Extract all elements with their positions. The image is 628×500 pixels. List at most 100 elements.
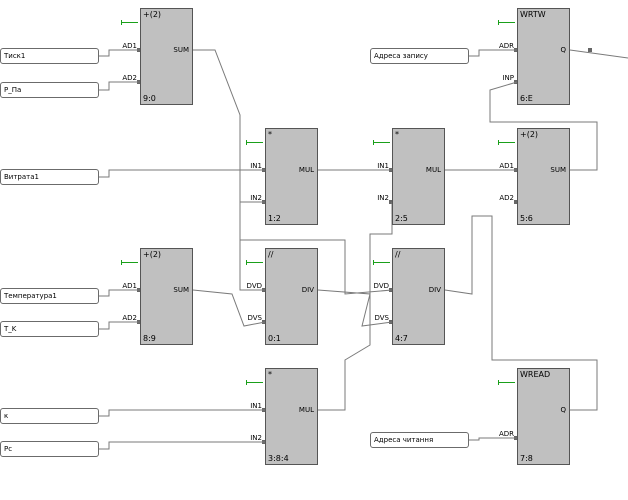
block-input-label: DVS: [374, 314, 390, 322]
block-input-label: IN2: [250, 434, 262, 442]
enable-pin[interactable]: [246, 380, 263, 385]
block-input-label: IN1: [250, 402, 262, 410]
block-title: +(2): [520, 130, 539, 139]
input-wire: [99, 81, 140, 91]
input-pin[interactable]: [389, 200, 393, 204]
input-pin[interactable]: [514, 200, 518, 204]
block-title: *: [395, 130, 399, 139]
block-input-label: IN1: [250, 162, 262, 170]
function-block-b10[interactable]: WREAD 7:8 Q: [517, 368, 570, 465]
function-block-b7[interactable]: // 4:7 DIV: [392, 248, 445, 345]
block-input-label: ADR: [498, 42, 514, 50]
block-id-label: 5:6: [520, 214, 533, 223]
enable-pin[interactable]: [498, 20, 515, 25]
function-block-b4[interactable]: // 0:1 DIV: [265, 248, 318, 345]
block-title: //: [268, 250, 274, 259]
block-title: *: [268, 370, 272, 379]
block-id-label: 8:9: [143, 334, 156, 343]
input-wire: [99, 49, 140, 57]
block-input-label: DVD: [373, 282, 389, 290]
wire-b8-out: [569, 49, 628, 59]
variable-v5[interactable]: T_K: [0, 321, 99, 337]
block-id-label: 4:7: [395, 334, 408, 343]
block-input-label: AD1: [499, 162, 514, 170]
enable-pin[interactable]: [373, 140, 390, 145]
enable-pin[interactable]: [246, 140, 263, 145]
variable-v3[interactable]: Витрата1: [0, 169, 99, 185]
block-title: +(2): [143, 10, 162, 19]
function-block-b5[interactable]: * 3:8:4 MUL: [265, 368, 318, 465]
block-input-label: DVS: [247, 314, 263, 322]
block-output-label: SUM: [550, 166, 566, 174]
input-wire: [99, 169, 265, 178]
block-input-label: DVD: [246, 282, 262, 290]
function-block-b2[interactable]: * 1:2 MUL: [265, 128, 318, 225]
variable-v1[interactable]: Тиск1: [0, 48, 99, 64]
block-output-label: SUM: [173, 46, 189, 54]
variable-v2[interactable]: P_Па: [0, 82, 99, 98]
block-input-label: AD2: [122, 314, 137, 322]
input-wire: [99, 441, 265, 450]
wire-b1-b2: [193, 49, 265, 203]
input-wire: [99, 289, 140, 297]
block-input-label: IN1: [377, 162, 389, 170]
block-output-label: SUM: [173, 286, 189, 294]
input-wire: [99, 321, 140, 330]
block-id-label: 3:8:4: [268, 454, 289, 463]
variable-v4[interactable]: Температура1: [0, 288, 99, 304]
input-wire: [469, 437, 517, 441]
enable-pin[interactable]: [246, 260, 263, 265]
block-title: +(2): [143, 250, 162, 259]
block-output-label: DIV: [301, 286, 314, 294]
enable-pin[interactable]: [498, 380, 515, 385]
wire-b5-b6: [318, 202, 393, 411]
function-block-b1[interactable]: +(2) 9:0 SUM: [140, 8, 193, 105]
function-block-b8[interactable]: WRTW 6:E Q: [517, 8, 570, 105]
block-input-label: IN2: [250, 194, 262, 202]
block-title: WREAD: [520, 370, 551, 379]
enable-pin[interactable]: [373, 260, 390, 265]
block-output-label: MUL: [298, 406, 314, 414]
function-block-b3[interactable]: +(2) 8:9 SUM: [140, 248, 193, 345]
variable-v7[interactable]: Рс: [0, 441, 99, 457]
variable-v8[interactable]: Адреса запису: [370, 48, 469, 64]
enable-pin[interactable]: [498, 140, 515, 145]
block-output-label: Q: [560, 406, 566, 414]
block-id-label: 9:0: [143, 94, 156, 103]
wire-b7-b10: [444, 215, 598, 411]
block-id-label: 0:1: [268, 334, 281, 343]
block-input-label: AD1: [122, 282, 137, 290]
wire-b2-b4: [239, 170, 265, 291]
block-input-label: AD2: [499, 194, 514, 202]
variable-v9[interactable]: Адреса читання: [370, 432, 469, 448]
block-output-label: Q: [560, 46, 566, 54]
block-input-label: ADR: [498, 430, 514, 438]
wire-b3-b4: [192, 289, 266, 327]
input-wire: [99, 409, 265, 417]
block-id-label: 7:8: [520, 454, 533, 463]
block-input-label: INP: [502, 74, 514, 82]
wire-b9-b8: [489, 81, 598, 171]
enable-pin[interactable]: [121, 260, 138, 265]
block-output-label: MUL: [298, 166, 314, 174]
block-title: WRTW: [520, 10, 546, 19]
block-title: *: [268, 130, 272, 139]
block-title: //: [395, 250, 401, 259]
output-pin[interactable]: [588, 48, 592, 52]
block-id-label: 1:2: [268, 214, 281, 223]
enable-pin[interactable]: [121, 20, 138, 25]
function-block-b6[interactable]: * 2:5 MUL: [392, 128, 445, 225]
block-input-label: IN2: [377, 194, 389, 202]
block-input-label: AD1: [122, 42, 137, 50]
block-id-label: 6:E: [520, 94, 533, 103]
block-input-label: AD2: [122, 74, 137, 82]
block-id-label: 2:5: [395, 214, 408, 223]
block-output-label: DIV: [428, 286, 441, 294]
input-wire: [469, 49, 517, 57]
wire-b4-b7: [317, 289, 393, 327]
variable-v6[interactable]: к: [0, 408, 99, 424]
block-output-label: MUL: [425, 166, 441, 174]
function-block-b9[interactable]: +(2) 5:6 SUM: [517, 128, 570, 225]
